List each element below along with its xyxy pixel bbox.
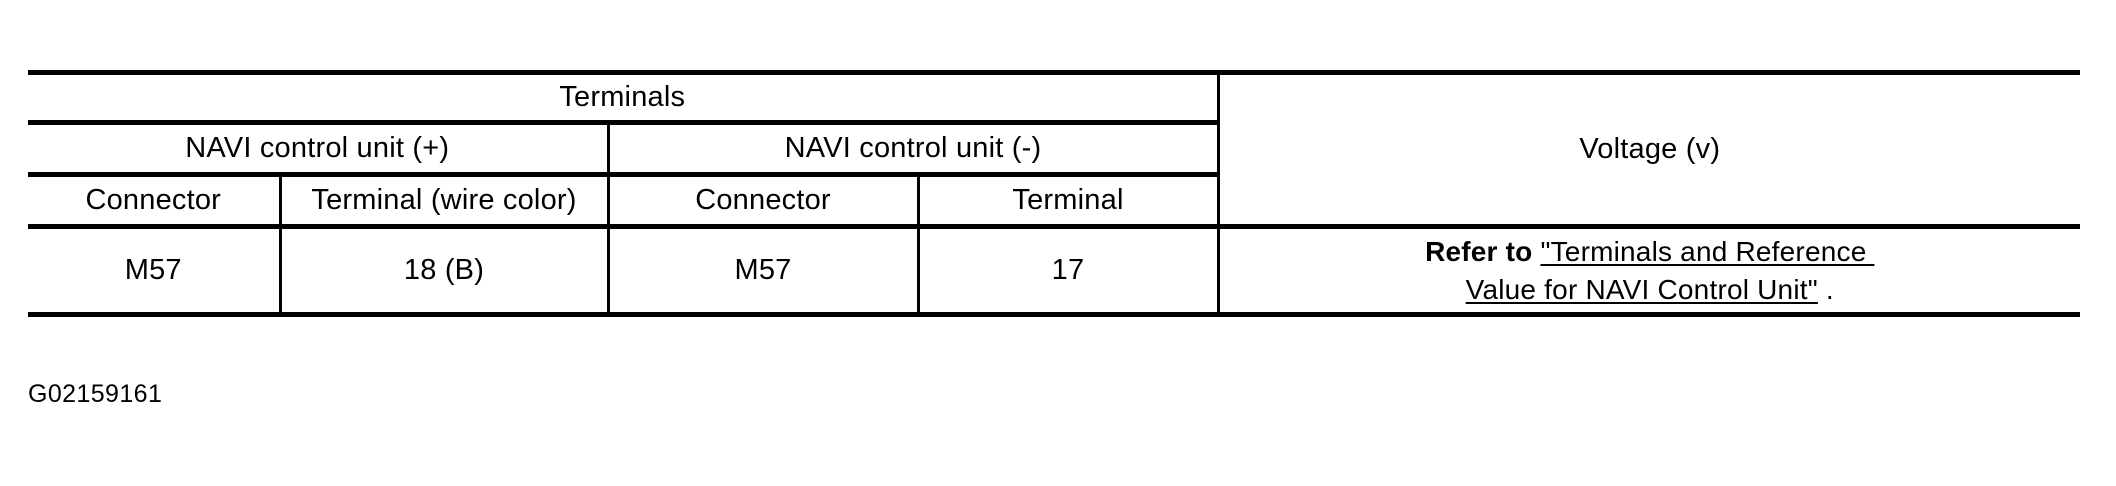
header-navi-control-unit-positive: NAVI control unit (+) xyxy=(28,122,610,177)
table-header-row-polarity: NAVI control unit (+) NAVI control unit … xyxy=(28,122,2080,177)
cell-negative-connector: M57 xyxy=(608,226,920,317)
reference-link-line2[interactable]: Value for NAVI Control Unit" xyxy=(1465,273,1818,305)
header-positive-connector: Connector xyxy=(28,174,282,229)
header-voltage: Voltage (v) xyxy=(1218,70,2081,229)
cell-negative-terminal: 17 xyxy=(918,226,1220,317)
figure-caption: G02159161 xyxy=(28,380,163,408)
header-positive-terminal: Terminal (wire color) xyxy=(280,174,610,229)
reference-link-line1[interactable]: "Terminals and Reference xyxy=(1540,236,1867,268)
header-navi-control-unit-negative: NAVI control unit (-) xyxy=(608,122,1220,177)
terminals-reference-table: Terminals Voltage (v) NAVI control unit … xyxy=(28,70,2081,317)
cell-positive-terminal: 18 (B) xyxy=(280,226,610,317)
reference-lead-text: Refer to xyxy=(1425,236,1533,268)
reference-line-1: Refer to "Terminals and Reference xyxy=(1220,233,2081,270)
table-header-row-columns: Connector Terminal (wire color) Connecto… xyxy=(28,174,2080,229)
header-terminals: Terminals xyxy=(28,70,1220,125)
reference-line-2: Value for NAVI Control Unit" . xyxy=(1220,271,2081,308)
cell-positive-connector: M57 xyxy=(28,226,282,317)
cell-voltage-reference: Refer to "Terminals and Reference Value … xyxy=(1218,226,2081,317)
table-row: M57 18 (B) M57 17 Refer to "Terminals an… xyxy=(28,226,2081,317)
header-negative-connector: Connector xyxy=(608,174,920,229)
table-header-row-group: Terminals Voltage (v) xyxy=(28,70,2081,229)
header-negative-terminal: Terminal xyxy=(918,174,1220,229)
reference-period: . xyxy=(1825,273,1834,305)
